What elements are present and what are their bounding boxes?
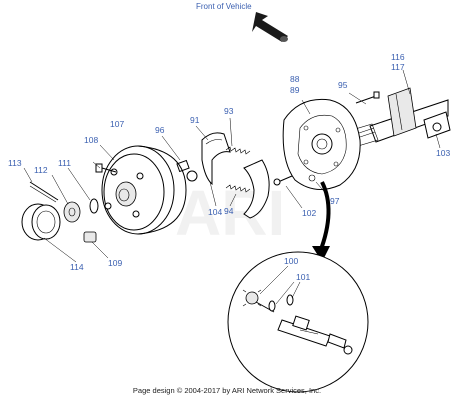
callout-96[interactable]: 96 bbox=[155, 125, 165, 135]
brake-drum-hub bbox=[101, 145, 187, 235]
callout-116[interactable]: 116 bbox=[391, 52, 405, 62]
dust-cap-114 bbox=[21, 203, 61, 241]
callouts: 88 89 95 116 117 103 91 93 96 107 108 11… bbox=[8, 52, 450, 282]
callout-102[interactable]: 102 bbox=[302, 208, 316, 218]
callout-101[interactable]: 101 bbox=[296, 272, 310, 282]
castle-nut-112 bbox=[63, 201, 81, 223]
lug-nut-109 bbox=[83, 231, 97, 243]
callout-111[interactable]: 111 bbox=[58, 158, 71, 168]
callout-91[interactable]: 91 bbox=[190, 115, 200, 125]
detail-zoom-pointer bbox=[312, 181, 331, 262]
callout-88[interactable]: 88 bbox=[290, 74, 300, 84]
front-of-vehicle-arrow-icon bbox=[252, 12, 288, 42]
return-spring-93 bbox=[225, 146, 251, 155]
bolt-102 bbox=[273, 175, 293, 186]
detail-circle bbox=[227, 251, 369, 393]
cotter-pin-113 bbox=[29, 181, 59, 203]
leader-lines bbox=[23, 69, 441, 305]
brake-shoe-lower bbox=[243, 159, 270, 219]
copyright-footer: Page design © 2004-2017 by ARI Network S… bbox=[132, 386, 322, 395]
callout-103[interactable]: 103 bbox=[436, 148, 450, 158]
front-of-vehicle-label: Front of Vehicle bbox=[196, 2, 252, 11]
brake-shoe-upper bbox=[201, 132, 231, 186]
callout-97[interactable]: 97 bbox=[330, 196, 340, 206]
callout-114[interactable]: 114 bbox=[70, 262, 84, 272]
return-spring-94 bbox=[225, 184, 251, 193]
callout-95[interactable]: 95 bbox=[338, 80, 348, 90]
axle-tube bbox=[351, 87, 451, 147]
callout-107[interactable]: 107 bbox=[110, 119, 124, 129]
brake-backing-plate bbox=[282, 98, 361, 190]
callout-100[interactable]: 100 bbox=[284, 256, 298, 266]
callout-117[interactable]: 117 bbox=[391, 62, 405, 72]
callout-112[interactable]: 112 bbox=[34, 165, 48, 175]
callout-89[interactable]: 89 bbox=[290, 85, 300, 95]
washer-111 bbox=[89, 198, 99, 214]
callout-94[interactable]: 94 bbox=[224, 206, 234, 216]
callout-108[interactable]: 108 bbox=[84, 135, 98, 145]
callout-113[interactable]: 113 bbox=[8, 158, 22, 168]
callout-93[interactable]: 93 bbox=[224, 106, 234, 116]
bolt-95 bbox=[355, 91, 380, 104]
adjuster-96 bbox=[176, 159, 198, 182]
wheel-stud-108 bbox=[95, 163, 117, 173]
callout-104[interactable]: 104 bbox=[208, 207, 222, 217]
callout-109[interactable]: 109 bbox=[108, 258, 122, 268]
